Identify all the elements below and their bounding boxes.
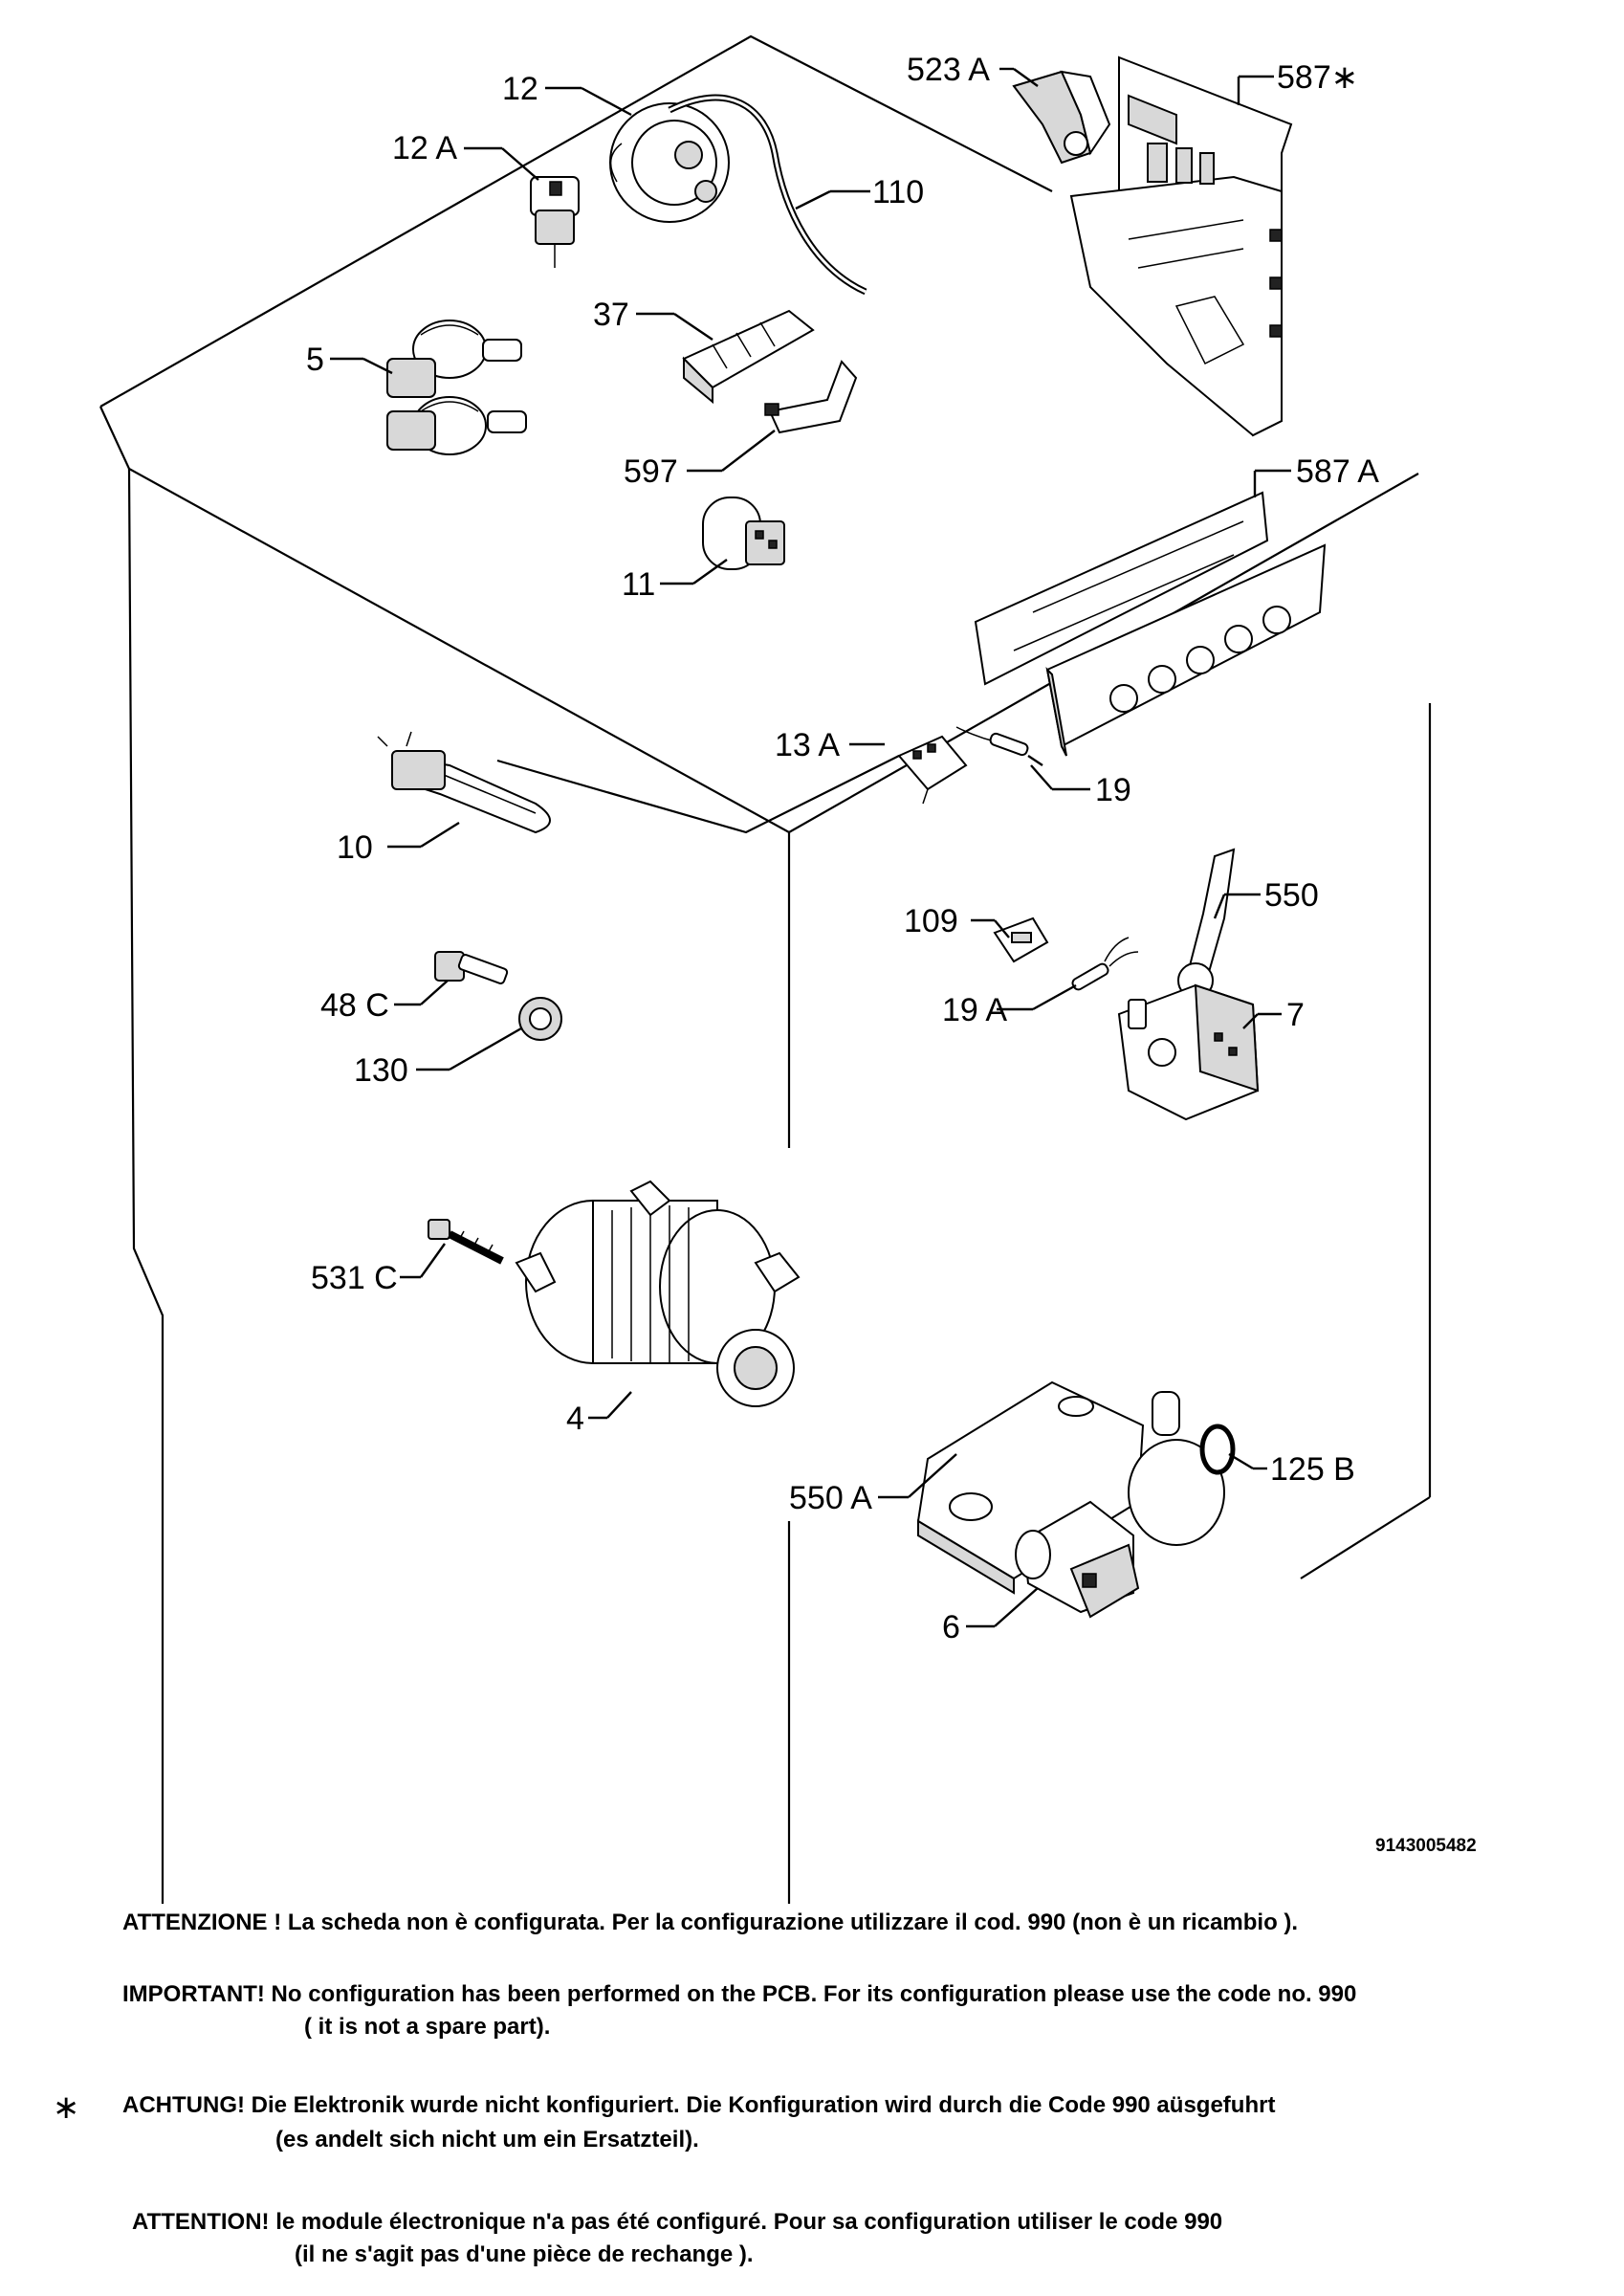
label-part-12: 12 <box>502 71 538 107</box>
level-switch-part-12a <box>530 176 580 268</box>
pressure-hose-part-110 <box>668 94 867 296</box>
part-labels: 12 12 A 110 523 A 587∗ 5 37 597 587 A 11… <box>306 52 1477 1856</box>
note-french-continued: (il ne s'agit pas d'une pièce de rechang… <box>295 2241 754 2267</box>
label-part-11: 11 <box>622 566 655 603</box>
inlet-valve-part-5 <box>386 320 527 455</box>
control-board-part-587a <box>974 491 1327 757</box>
nut-part-130 <box>518 997 562 1041</box>
label-part-7: 7 <box>1286 997 1305 1033</box>
terminal-block-part-37 <box>682 309 815 405</box>
label-part-523a: 523 A <box>907 52 990 88</box>
gasket-part-125b <box>1199 1424 1236 1475</box>
cover-part-109 <box>993 916 1049 963</box>
label-part-550: 550 <box>1264 877 1319 914</box>
label-part-12a: 12 A <box>392 130 457 166</box>
connector-part-523a <box>1012 70 1111 165</box>
leader-lines <box>330 67 1291 1628</box>
note-french: ATTENTION! le module électronique n'a pa… <box>132 2209 1223 2235</box>
note-english: IMPORTANT! No configuration has been per… <box>122 1981 1357 2007</box>
label-part-130: 130 <box>354 1052 408 1089</box>
note-german-continued: (es andelt sich nicht um ein Ersatzteil)… <box>275 2127 699 2152</box>
label-part-19: 19 <box>1095 772 1131 808</box>
sensor-part-19a <box>1071 937 1139 991</box>
connector-part-13a <box>897 735 968 805</box>
label-part-550a: 550 A <box>789 1480 872 1516</box>
clip-part-597 <box>764 360 858 434</box>
label-part-13a: 13 A <box>775 727 840 763</box>
drain-pump-part-6 <box>1015 1391 1225 1619</box>
label-part-6: 6 <box>942 1609 960 1645</box>
drawing-code: 9143005482 <box>1375 1836 1477 1856</box>
label-part-5: 5 <box>306 342 324 378</box>
label-part-597: 597 <box>624 453 678 490</box>
exploded-parts-diagram: 12 12 A 110 523 A 587∗ 5 37 597 587 A 11… <box>99 34 1477 1904</box>
label-part-37: 37 <box>593 297 629 333</box>
capacitor-part-11 <box>702 497 785 570</box>
heating-element-part-10 <box>377 731 551 834</box>
label-part-4: 4 <box>566 1401 584 1437</box>
note-german: ACHTUNG! Die Elektronik wurde nicht konf… <box>122 2092 1276 2118</box>
configuration-notes: ATTENZIONE ! La scheda non è configurata… <box>0 1904 1624 2286</box>
label-part-10: 10 <box>337 829 373 866</box>
asterisk-marker: ∗ <box>53 2088 80 2127</box>
door-interlock-part-7 <box>1117 983 1260 1121</box>
label-part-110: 110 <box>872 174 924 210</box>
label-part-19a: 19 A <box>942 992 1007 1028</box>
label-part-587-star: 587∗ <box>1277 59 1358 96</box>
motor-part-4 <box>515 1180 801 1407</box>
bolt-part-531c <box>428 1219 504 1265</box>
door-lock-lever-part-550 <box>1177 848 1236 999</box>
label-part-109: 109 <box>904 903 958 939</box>
note-italian: ATTENZIONE ! La scheda non è configurata… <box>122 1910 1299 1935</box>
electronic-module-part-587-star <box>1069 55 1293 437</box>
pressure-switch-part-12 <box>609 102 730 223</box>
label-part-531c: 531 C <box>311 1260 398 1296</box>
temperature-sensor-part-19 <box>955 726 1043 766</box>
note-english-continued: ( it is not a spare part). <box>304 2014 551 2040</box>
label-part-125b: 125 B <box>1270 1451 1355 1488</box>
sensor-part-48c <box>434 951 509 984</box>
label-part-48c: 48 C <box>320 987 389 1024</box>
label-part-587a: 587 A <box>1296 453 1379 490</box>
